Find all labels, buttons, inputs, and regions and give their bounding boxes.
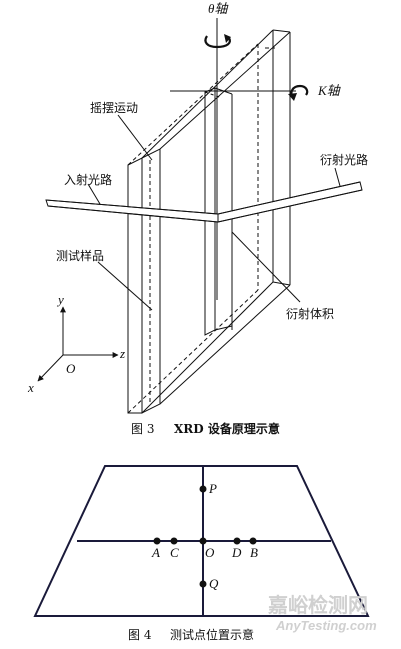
label-A: A [151,545,160,560]
sample-label: 测试样品 [56,248,104,263]
volume-leader [231,231,301,303]
diffracted-beam [217,181,363,223]
coordinate-axes [37,306,119,382]
point-O [199,537,207,545]
origin-label: O [66,361,76,376]
point-D [233,537,241,545]
theta-rotation-arrow-icon [204,35,231,49]
label-B: B [250,545,258,560]
figure3-caption-number: 图 3 [131,422,154,436]
sample-trapezoid [33,465,370,617]
figure3-labels: θ轴 K轴 摇摆运动 入射光路 衍射光路 测试样品 衍射体积 y z x O [27,1,368,395]
rocking-label: 摇摆运动 [90,101,138,115]
label-O: O [205,545,215,560]
label-Q: Q [209,576,219,591]
axis-x-label: x [27,380,34,395]
axis-y-label: y [56,292,64,307]
label-C: C [170,545,179,560]
volume-label: 衍射体积 [286,306,334,321]
xrd-diagram [37,18,363,414]
point-Q [199,580,207,588]
incident-beam [45,199,219,223]
diffracted-label: 衍射光路 [320,152,368,167]
theta-axis-label: θ轴 [208,1,229,16]
k-axis-label: K轴 [317,83,342,98]
figure3-caption-text: XRD 设备原理示意 [174,421,280,436]
figure4-caption-number: 图 4 [128,628,152,642]
figure4-caption-text: 测试点位置示意 [170,627,254,642]
point-C [170,537,178,545]
incident-leader [87,183,101,205]
sample-holder-box [127,29,291,414]
incident-label: 入射光路 [64,172,112,187]
theta-rotation-arrowhead [224,34,231,43]
label-D: D [231,545,242,560]
test-point-labels: P Q A C O D B [151,481,258,591]
test-points [153,485,257,588]
axis-z-label: z [119,346,125,361]
watermark-en: AnyTesting.com [275,618,377,633]
label-P: P [208,481,217,496]
point-A [153,537,161,545]
k-rotation-arrowhead [288,93,297,101]
rocking-leader [117,114,153,161]
point-B [249,537,257,545]
point-P [199,485,207,493]
sample-leader [97,261,153,311]
watermark-cn: 嘉峪检测网 [267,593,368,617]
k-rotation-arrow-icon [290,84,309,99]
diffracted-leader [334,167,341,187]
